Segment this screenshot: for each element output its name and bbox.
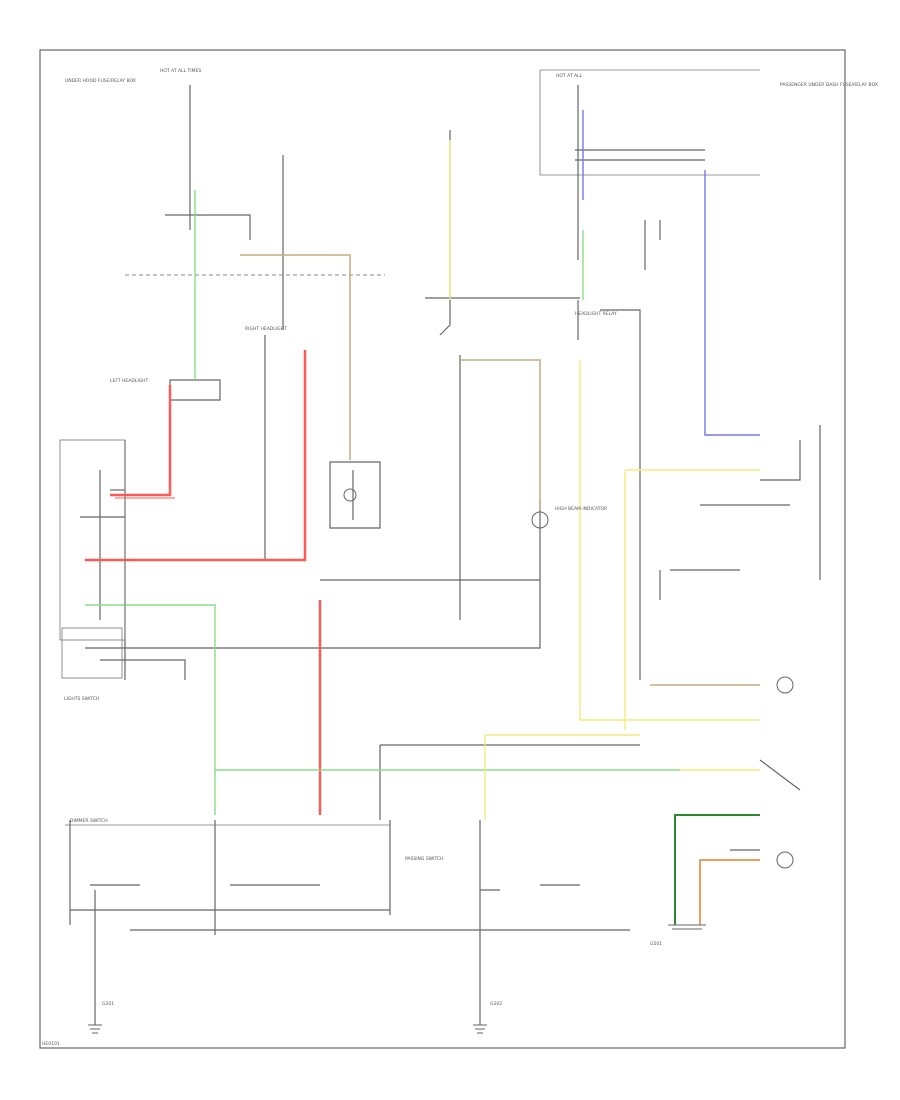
blue-wires [582,110,760,436]
passenger-fuse-box: HOT AT ALL PASSENGER UNDER DASH FUSE/REL… [539,69,878,176]
tan-wires [240,254,760,686]
headlight-relay-label: HEADLIGHT RELAY [575,311,617,317]
gray-wires [69,85,821,1025]
right-headlight-label: RIGHT HEADLIGHT [245,326,287,332]
ground-left-label: G201 [102,1001,114,1007]
passenger-box-label: PASSENGER UNDER DASH FUSE/RELAY BOX [780,82,878,88]
hot-fuse-top-label: HOT AT ALL TIMES [160,68,201,74]
lamp-symbols [343,488,794,869]
small-labels: G201 G202 G501 LEFT HEADLIGHT RIGHT HEAD… [42,326,662,1047]
under-hood-fuse-box: UNDER HOOD FUSE/RELAY BOX HOT AT ALL TIM… [65,68,385,276]
green-wires [85,190,680,815]
ground-mid-label: G202 [490,1001,502,1007]
left-connector-box: LIGHTS SWITCH [59,439,126,702]
yellow-wires [449,140,760,820]
dimmer-switch-label: DIMMER SWITCH [70,818,108,824]
diagram-border [39,49,846,1049]
ground-symbols [88,924,706,1034]
center-lamp [343,488,357,502]
footer-code: HE0101 [42,1041,60,1047]
red-wires [85,350,322,815]
ground-wires [674,814,760,925]
hi-beam-indicator-lamp [531,511,549,529]
left-headlight-label: LEFT HEADLIGHT [110,378,149,384]
headlight-relay-box: HEADLIGHT RELAY [575,311,617,317]
passing-switch-label: PASSING SWITCH [405,856,443,862]
right-lamp-lower [776,851,794,869]
combination-switch-label: LIGHTS SWITCH [64,696,99,702]
right-lamp-upper [776,676,794,694]
bottom-switch-box: DIMMER SWITCH PASSING SWITCH [65,818,443,862]
ground-right-label: G501 [650,941,662,947]
under-hood-box-label: UNDER HOOD FUSE/RELAY BOX [65,78,136,84]
hi-beam-indicator-label: HIGH BEAM INDICATOR [555,506,607,512]
hot-fuse-right-label: HOT AT ALL [556,73,583,79]
